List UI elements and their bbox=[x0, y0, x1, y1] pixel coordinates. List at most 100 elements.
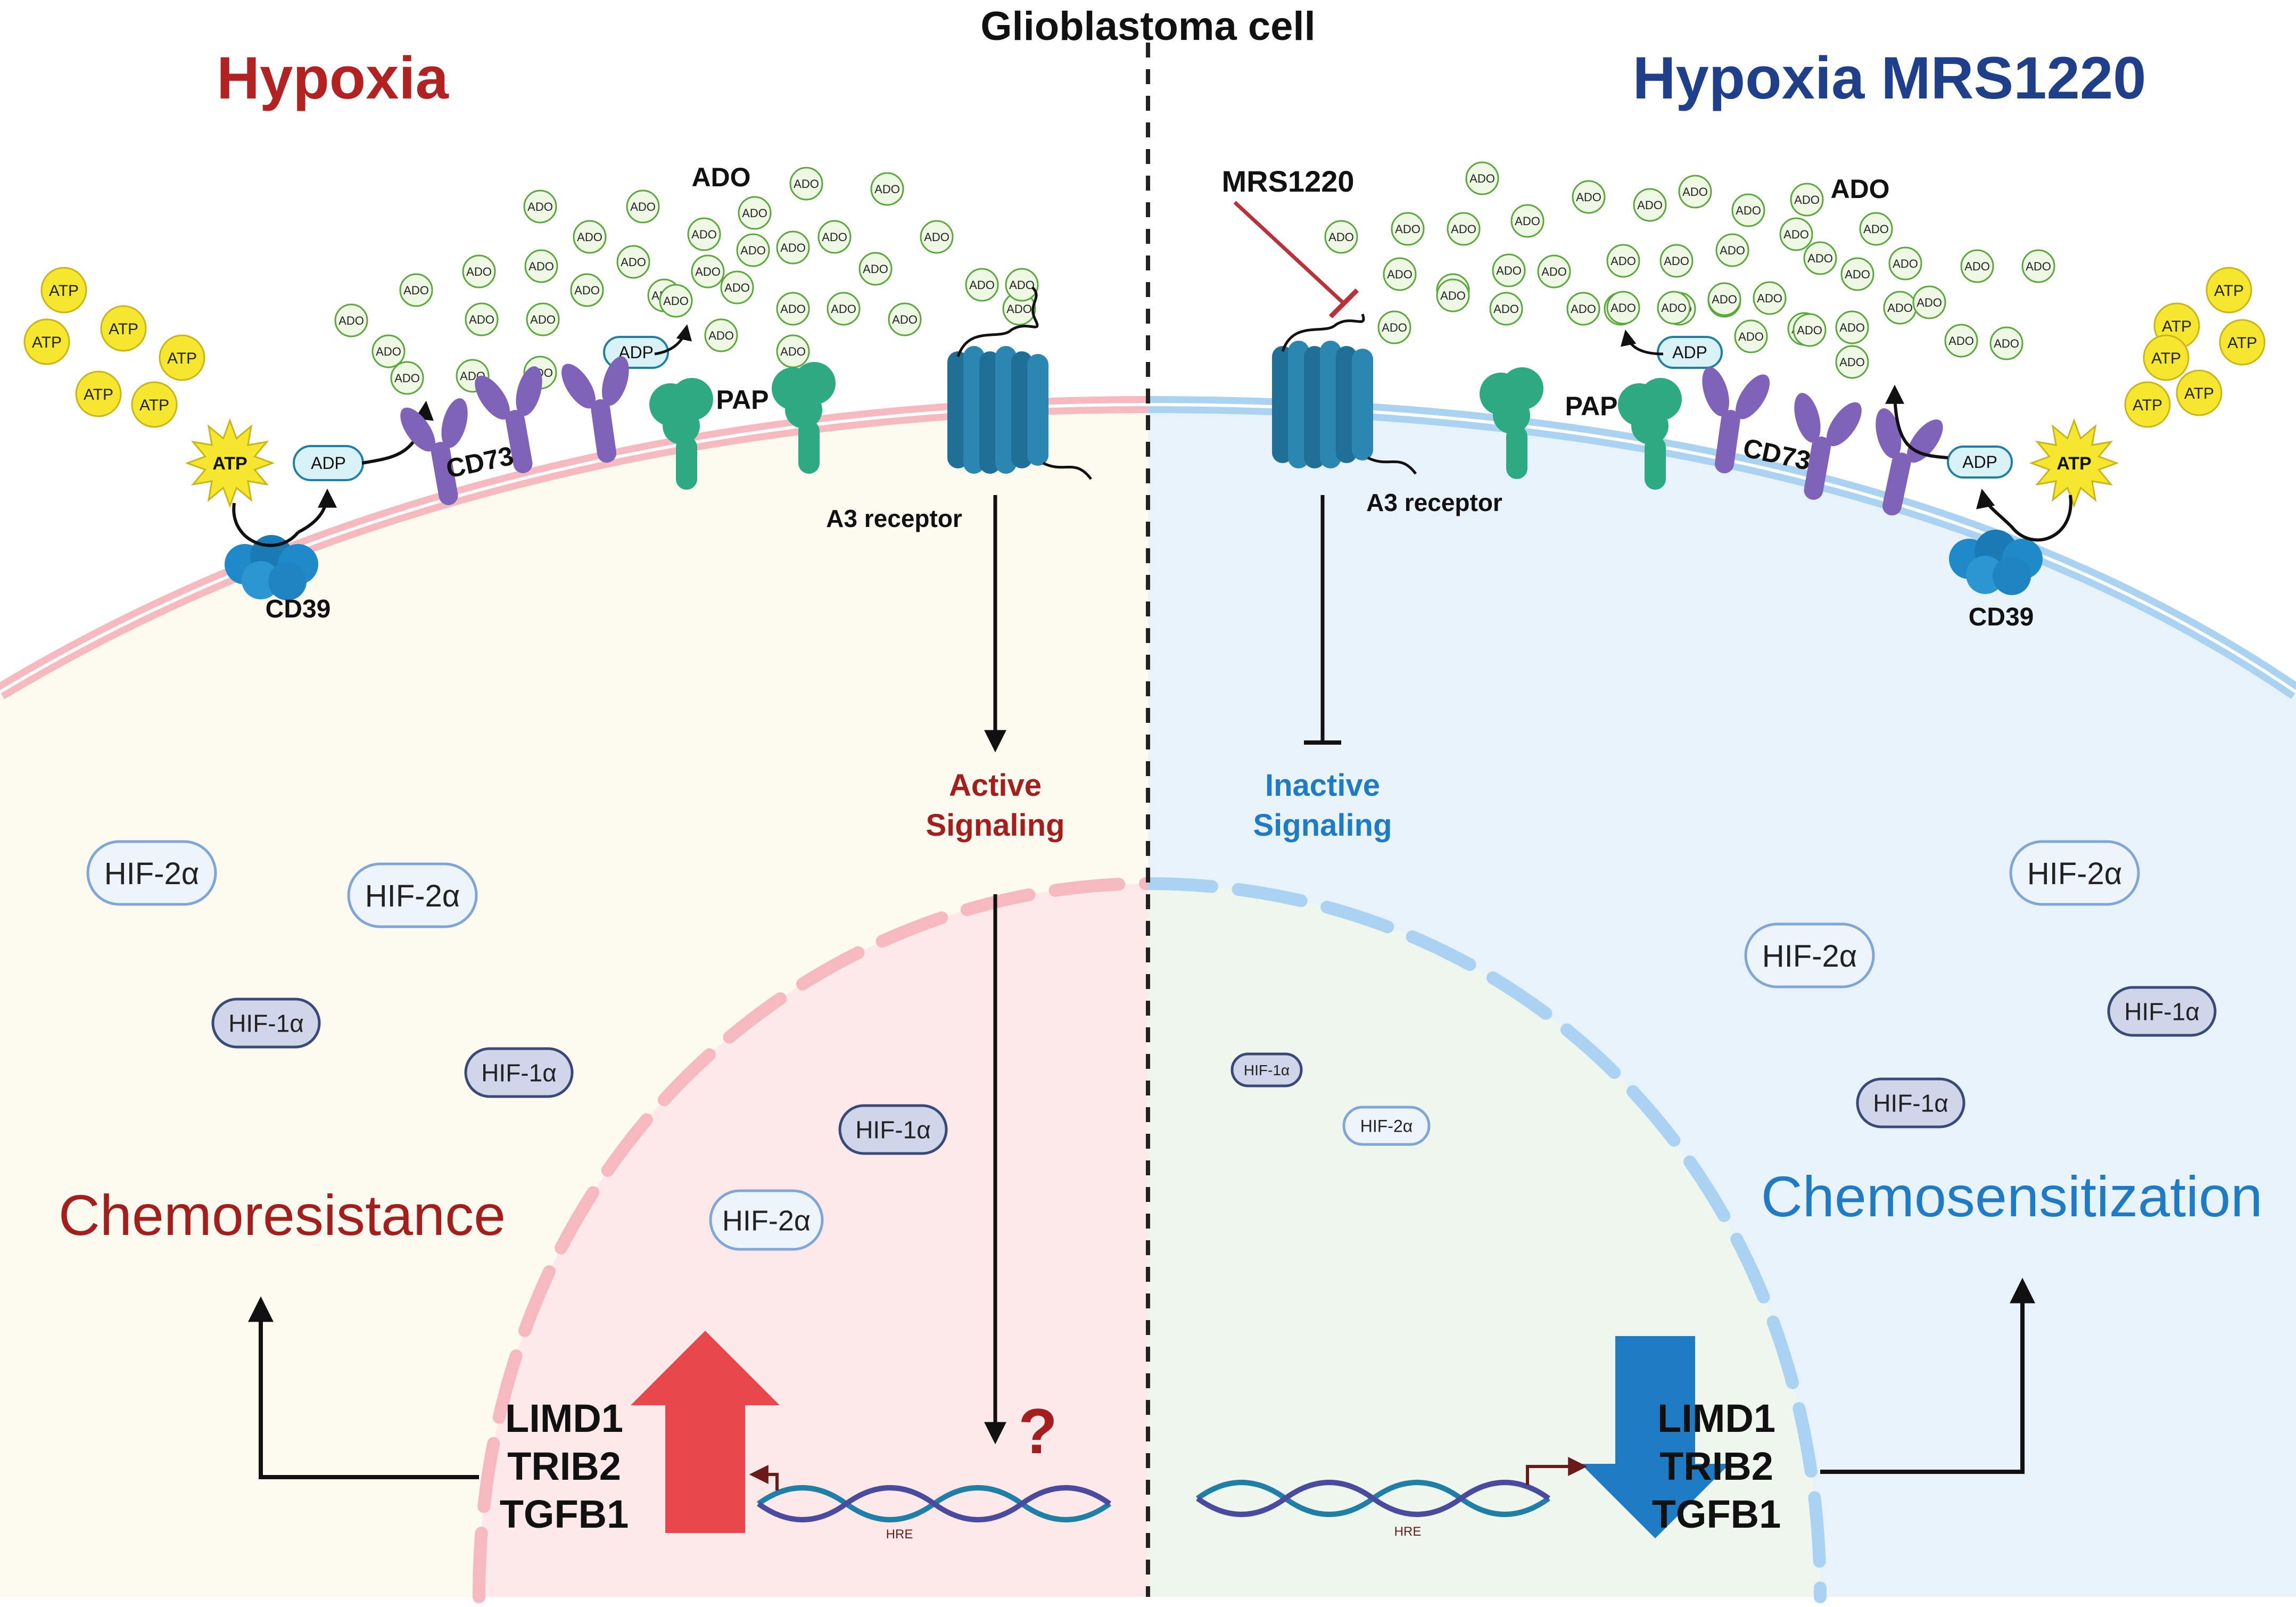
hif-protein: HIF-2α bbox=[709, 1189, 824, 1251]
svg-text:ADO: ADO bbox=[1637, 199, 1663, 212]
ado-molecule: ADO bbox=[1707, 282, 1741, 316]
adp-molecule: ADP bbox=[1657, 336, 1723, 369]
ado-molecule: ADO bbox=[1566, 292, 1600, 326]
svg-text:ADO: ADO bbox=[1948, 334, 1974, 348]
ado-molecule: ADO bbox=[616, 245, 650, 279]
ado-molecule: ADO bbox=[526, 302, 560, 336]
ado-molecule: ADO bbox=[888, 302, 922, 336]
ado-molecule: ADO bbox=[1659, 244, 1694, 278]
svg-text:ADO: ADO bbox=[969, 278, 995, 292]
hif-protein: HIF-1α bbox=[211, 998, 321, 1049]
ado-molecule: ADO bbox=[390, 361, 424, 395]
svg-text:ADO: ADO bbox=[466, 265, 492, 278]
ado-molecule: ADO bbox=[720, 270, 754, 304]
svg-text:ADO: ADO bbox=[1794, 193, 1820, 207]
left-atp-to-adp-arrow bbox=[232, 502, 300, 547]
ado-molecule: ADO bbox=[1734, 319, 1768, 353]
svg-text:ADO: ADO bbox=[1783, 228, 1809, 241]
ado-molecule: ADO bbox=[776, 230, 810, 265]
left-a3-receptor bbox=[947, 286, 1092, 480]
svg-text:ATP: ATP bbox=[2151, 350, 2181, 367]
svg-text:ADP: ADP bbox=[1962, 452, 1997, 472]
svg-text:ATP: ATP bbox=[49, 282, 79, 300]
ado-molecule: ADO bbox=[1888, 246, 1922, 281]
ado-molecule: ADO bbox=[1489, 292, 1523, 326]
right-gene-3: TGFB1 bbox=[1652, 1492, 1781, 1536]
ado-molecule: ADO bbox=[626, 189, 660, 224]
ado-molecule: ADO bbox=[1492, 253, 1526, 287]
ado-molecule: ADO bbox=[736, 233, 770, 267]
right-cd39-label: CD39 bbox=[1969, 603, 2034, 631]
ado-molecule: ADO bbox=[462, 254, 496, 289]
left-gene-1: LIMD1 bbox=[505, 1396, 623, 1440]
left-upregulation-arrow bbox=[631, 1331, 780, 1533]
svg-text:ADO: ADO bbox=[708, 329, 734, 342]
ado-molecule: ADO bbox=[1572, 180, 1606, 214]
svg-text:ADO: ADO bbox=[1839, 356, 1865, 369]
left-heading: Hypoxia bbox=[217, 45, 449, 111]
svg-text:ADO: ADO bbox=[394, 372, 420, 385]
svg-text:ADO: ADO bbox=[1863, 222, 1889, 236]
atp-molecule: ATP bbox=[40, 267, 87, 314]
svg-text:HIF-2α: HIF-2α bbox=[722, 1205, 811, 1237]
ado-molecule: ADO bbox=[1835, 345, 1869, 379]
svg-text:ADO: ADO bbox=[742, 207, 767, 220]
ado-molecule: ADO bbox=[776, 334, 810, 368]
svg-text:ADO: ADO bbox=[621, 256, 646, 269]
svg-text:ADO: ADO bbox=[1006, 302, 1032, 316]
svg-text:ADO: ADO bbox=[831, 302, 856, 316]
left-gene-list: LIMD1 TRIB2 TGFB1 bbox=[500, 1396, 629, 1536]
svg-text:HIF-2α: HIF-2α bbox=[1762, 939, 1857, 974]
right-gene-1: LIMD1 bbox=[1657, 1396, 1775, 1440]
svg-text:ADO: ADO bbox=[1440, 289, 1466, 302]
left-outcome: Chemoresistance bbox=[59, 1183, 506, 1247]
svg-text:ADO: ADO bbox=[1797, 324, 1822, 337]
ado-molecule: ADO bbox=[1678, 175, 1712, 209]
svg-text:ADO: ADO bbox=[1469, 172, 1495, 185]
ado-molecule: ADO bbox=[1447, 212, 1481, 246]
right-outcome: Chemosensitization bbox=[1761, 1164, 2262, 1229]
svg-text:ADO: ADO bbox=[1661, 301, 1687, 315]
ado-molecule: ADO bbox=[687, 217, 721, 251]
ado-molecule: ADO bbox=[1002, 292, 1036, 326]
right-adp-to-ado-arrow bbox=[1885, 384, 1948, 459]
ado-molecule: ADO bbox=[1715, 233, 1749, 267]
ado-molecule: ADO bbox=[1731, 193, 1765, 227]
ado-molecule: ADO bbox=[1657, 291, 1691, 325]
ado-molecule: ADO bbox=[827, 292, 861, 326]
svg-text:ADO: ADO bbox=[376, 345, 401, 358]
hif-protein: HIF-2α bbox=[347, 862, 478, 928]
left-receptor-label: A3 receptor bbox=[826, 505, 962, 532]
svg-text:ATP: ATP bbox=[32, 334, 62, 351]
atp-molecule: ATP bbox=[100, 305, 147, 352]
atp-burst: ATP bbox=[185, 418, 275, 508]
ado-molecule: ADO bbox=[399, 273, 433, 307]
svg-text:HIF-1α: HIF-1α bbox=[228, 1010, 304, 1037]
hif-protein: HIF-2α bbox=[1342, 1106, 1431, 1146]
svg-text:ADO: ADO bbox=[1839, 321, 1865, 334]
svg-text:ADO: ADO bbox=[1682, 185, 1708, 199]
left-signaling-line2: Signaling bbox=[926, 808, 1065, 843]
svg-text:ADO: ADO bbox=[740, 244, 766, 257]
right-hre-label: HRE bbox=[1394, 1524, 1422, 1539]
ado-molecule: ADO bbox=[1005, 268, 1039, 302]
svg-text:ADO: ADO bbox=[780, 302, 806, 316]
svg-text:ADO: ADO bbox=[874, 183, 900, 196]
svg-text:ATP: ATP bbox=[2133, 397, 2162, 414]
svg-text:ADP: ADP bbox=[1672, 343, 1707, 362]
hif-protein: HIF-1α bbox=[2107, 986, 2217, 1037]
right-receptor-label: A3 receptor bbox=[1366, 489, 1502, 516]
diagram-title: Glioblastoma cell bbox=[980, 4, 1315, 49]
inhibitor-arrow bbox=[1233, 201, 1345, 305]
right-cd39-enzyme bbox=[1949, 530, 2043, 595]
ado-molecule: ADO bbox=[858, 252, 893, 286]
svg-text:ADO: ADO bbox=[1382, 321, 1407, 334]
svg-text:ADO: ADO bbox=[1887, 301, 1913, 315]
ado-molecule: ADO bbox=[334, 303, 368, 337]
ado-molecule: ADO bbox=[2021, 249, 2055, 283]
svg-text:ADO: ADO bbox=[695, 265, 721, 278]
svg-text:ADO: ADO bbox=[530, 313, 556, 326]
hif-protein: HIF-2α bbox=[86, 840, 217, 906]
atp-molecule: ATP bbox=[159, 334, 205, 381]
